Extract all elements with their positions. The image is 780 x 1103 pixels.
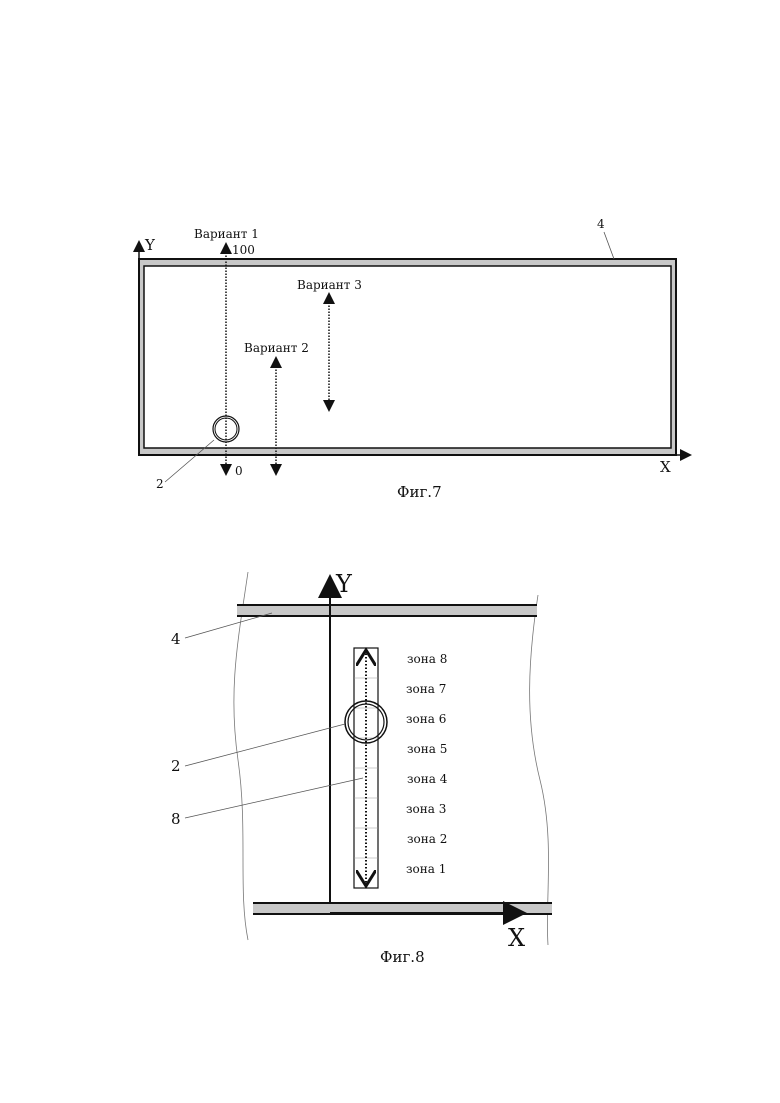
duct-wall-top [237, 605, 537, 616]
variant3-label: Вариант 3 [297, 278, 362, 292]
break-line-right [530, 595, 549, 945]
zone-label: зона 3 [406, 802, 446, 816]
x-axis-label: X [508, 924, 525, 952]
variant2-label: Вариант 2 [244, 341, 309, 355]
zone-label: зона 7 [406, 682, 446, 696]
break-line-left [234, 572, 248, 940]
zone-label: зона 5 [407, 742, 447, 756]
figure-caption: Фиг.7 [397, 483, 442, 501]
ref-label-track: 8 [171, 810, 181, 828]
x-axis-label: X [660, 458, 671, 476]
leader-line [185, 778, 363, 818]
scale-top-label: 100 [232, 243, 255, 257]
leader-line [185, 724, 345, 766]
zone-label: зона 2 [407, 832, 447, 846]
ref-label-wall: 4 [171, 630, 181, 648]
leader-line [604, 232, 614, 259]
scale-bottom-label: 0 [235, 464, 243, 478]
duct-interior [144, 266, 671, 448]
zone-label: зона 1 [406, 862, 446, 876]
ref-label-sensor: 2 [156, 477, 164, 491]
zone-label: зона 4 [407, 772, 448, 786]
figure-7: Y X 4 Вариант 1 100 0 Вариант 2 Вариант … [139, 217, 686, 501]
zone-label: зона 6 [406, 712, 446, 726]
ref-label-wall: 4 [597, 217, 605, 231]
variant1-label: Вариант 1 [194, 227, 259, 241]
leader-line [185, 613, 272, 638]
figure-8: Y X зона 8 зона 7 зона 6 зона 5 зона 4 з… [171, 570, 552, 966]
figure-caption: Фиг.8 [380, 948, 425, 966]
zone-label: зона 8 [407, 652, 447, 666]
zone-labels: зона 8 зона 7 зона 6 зона 5 зона 4 зона … [406, 652, 448, 876]
y-axis-label: Y [144, 236, 156, 254]
y-axis-label: Y [335, 570, 353, 598]
ref-label-sensor: 2 [171, 757, 181, 775]
